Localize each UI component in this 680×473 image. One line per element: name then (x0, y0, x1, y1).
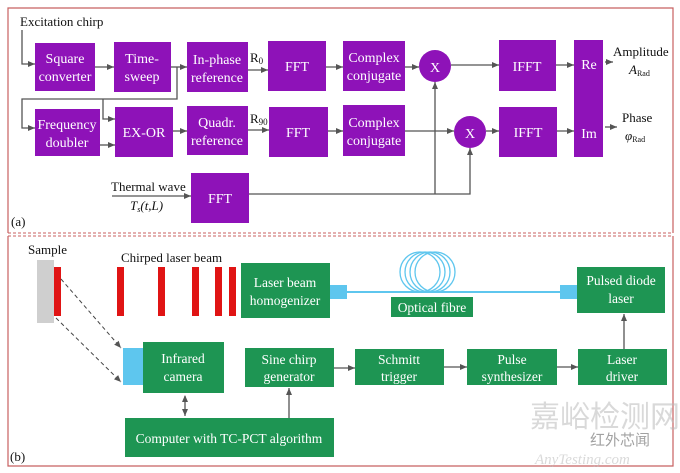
svg-text:Pulse: Pulse (497, 352, 526, 367)
pulsed-diode-laser-block: Pulsed diode laser (577, 267, 665, 313)
square-converter-block: Square converter (35, 43, 95, 91)
panel-b-connectors (182, 314, 627, 418)
svg-text:红外芯闻: 红外芯闻 (590, 432, 650, 449)
svg-text:IFFT: IFFT (514, 126, 543, 141)
svg-text:In-phase: In-phase (193, 53, 241, 68)
complex-conjugate-block-2: Complex conjugate (343, 105, 405, 156)
svg-text:doubler: doubler (46, 136, 89, 151)
fft-block-1: FFT (268, 41, 326, 91)
svg-text:Quadr.: Quadr. (198, 116, 236, 131)
panel-a: Excitation chirp (a) (7, 7, 674, 234)
svg-text:嘉峪检测网: 嘉峪检测网 (530, 401, 680, 434)
svg-text:X: X (465, 127, 475, 142)
watermark: 嘉峪检测网 红外芯闻 AnyTesting.com (530, 401, 680, 468)
svg-text:reference: reference (191, 134, 243, 149)
svg-text:Infrared: Infrared (161, 351, 205, 366)
sample-label: Sample (28, 242, 67, 257)
svg-text:Laser beam: Laser beam (254, 275, 317, 290)
svg-text:Complex: Complex (348, 51, 399, 66)
optical-fibre-label-box: Optical fibre (391, 297, 473, 317)
svg-text:Frequency: Frequency (37, 118, 96, 133)
infrared-camera-block: Infrared camera (123, 342, 224, 393)
svg-text:laser: laser (608, 291, 634, 306)
laser-driver-block: Laser driver (578, 349, 667, 385)
fft-block-2: FFT (269, 107, 328, 157)
svg-text:FFT: FFT (286, 126, 311, 141)
re-im-block: Re Im (574, 40, 603, 157)
svg-text:homogenizer: homogenizer (250, 293, 321, 308)
svg-text:Schmitt: Schmitt (378, 352, 420, 367)
svg-text:sweep: sweep (125, 70, 160, 85)
svg-text:Pulsed diode: Pulsed diode (586, 273, 655, 288)
svg-text:trigger: trigger (381, 369, 417, 384)
ir-emission-lines (55, 278, 122, 383)
svg-text:IFFT: IFFT (513, 60, 542, 75)
svg-text:converter: converter (39, 70, 92, 85)
sine-chirp-generator-block: Sine chirp generator (245, 348, 334, 387)
amplitude-symbol: ARad (628, 62, 650, 78)
svg-text:Optical fibre: Optical fibre (398, 300, 467, 315)
svg-text:Complex: Complex (348, 116, 399, 131)
ifft-block-1: IFFT (499, 40, 556, 91)
panel-a-connectors (21, 30, 617, 199)
svg-text:EX-OR: EX-OR (123, 126, 166, 141)
svg-text:FFT: FFT (285, 60, 310, 75)
computer-block: Computer with TC-PCT algorithm (125, 418, 334, 457)
svg-text:FFT: FFT (208, 192, 233, 207)
svg-text:conjugate: conjugate (347, 134, 401, 149)
pulse-synthesizer-block: Pulse synthesizer (467, 349, 557, 385)
chirped-laser-beam-label: Chirped laser beam (121, 250, 222, 265)
svg-text:synthesizer: synthesizer (482, 369, 543, 384)
camera-lens (123, 348, 143, 385)
quadrature-reference-block: Quadr. reference (187, 106, 248, 155)
sample-heated-spot (54, 267, 61, 316)
svg-text:Sine chirp: Sine chirp (261, 352, 316, 367)
multiply-node-1: X (419, 50, 451, 82)
svg-text:conjugate: conjugate (347, 69, 401, 84)
svg-text:generator: generator (264, 369, 315, 384)
svg-text:Im: Im (581, 127, 597, 142)
svg-text:Time-: Time- (125, 52, 159, 67)
schmitt-trigger-block: Schmitt trigger (355, 349, 444, 385)
svg-text:Re: Re (581, 58, 597, 73)
time-sweep-block: Time- sweep (114, 42, 171, 92)
svg-text:camera: camera (164, 369, 203, 384)
phase-label: Phase (622, 110, 653, 125)
sample (37, 260, 54, 323)
r0-label: R0 (250, 50, 264, 66)
svg-text:reference: reference (191, 71, 243, 86)
r90-label: R90 (250, 111, 268, 127)
svg-text:Square: Square (46, 52, 85, 67)
in-phase-reference-block: In-phase reference (187, 42, 248, 92)
thermal-wave-symbol: Ts(t,L) (130, 198, 163, 214)
fibre-connector-left (330, 285, 347, 299)
fibre-coil-icon (399, 251, 456, 293)
fibre-connector-right (560, 285, 577, 299)
multiply-node-2: X (454, 116, 486, 148)
thermal-wave-label: Thermal wave (111, 179, 186, 194)
svg-text:Laser: Laser (607, 352, 637, 367)
panel-b: (b) Sample Chirped laser beam Laser beam… (7, 235, 674, 467)
panel-a-label: (a) (11, 214, 25, 229)
svg-text:Computer with TC-PCT algorithm: Computer with TC-PCT algorithm (136, 431, 323, 446)
phase-symbol: φRad (625, 128, 645, 144)
panel-b-label: (b) (10, 449, 25, 464)
excitation-chirp-label: Excitation chirp (20, 14, 103, 29)
ifft-block-2: IFFT (499, 107, 557, 157)
svg-text:AnyTesting.com: AnyTesting.com (534, 452, 630, 468)
amplitude-label: Amplitude (613, 44, 669, 59)
svg-text:X: X (430, 61, 440, 76)
laser-pulses (117, 267, 236, 316)
ex-or-block: EX-OR (115, 107, 173, 157)
laser-beam-homogenizer-block: Laser beam homogenizer (241, 263, 330, 318)
complex-conjugate-block-1: Complex conjugate (343, 41, 405, 91)
fft-block-3: FFT (191, 173, 249, 223)
svg-text:driver: driver (606, 369, 639, 384)
frequency-doubler-block: Frequency doubler (35, 109, 100, 156)
